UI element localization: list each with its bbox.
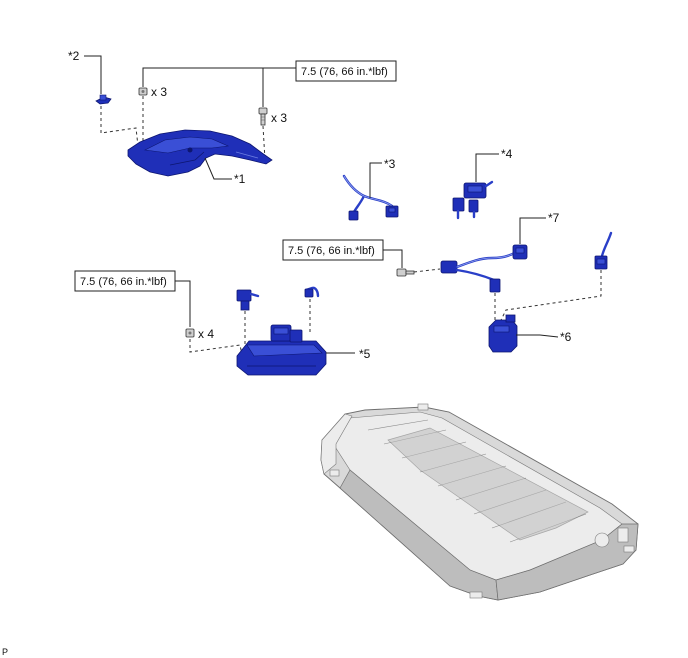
callout-4: *4 — [501, 147, 513, 161]
corner-mark: P — [2, 647, 8, 657]
junction-block-part-6 — [488, 314, 518, 353]
callout-5: *5 — [359, 347, 371, 361]
callout-2: *2 — [68, 49, 80, 63]
nut-icon — [185, 328, 195, 338]
torque-spec-2: 7.5 (76, 66 in.*lbf) — [288, 245, 375, 257]
callout-6: *6 — [560, 330, 572, 344]
connector-part-4 — [452, 180, 494, 220]
nut-quantity-bottom: x 4 — [198, 327, 214, 341]
nut-quantity-top: x 3 — [151, 85, 167, 99]
nut-icon — [138, 87, 148, 96]
wire-harness-part-3 — [342, 174, 399, 221]
assembly-cover-group: *2 x 3 x 3 7.5 (76, 66 in.*lbf) — [68, 49, 397, 186]
wire-harness-part-7 — [440, 244, 528, 293]
bolt-quantity-top: x 3 — [271, 111, 287, 125]
torque-spec-box-1 — [295, 60, 397, 82]
cover-part-1 — [127, 129, 273, 177]
bolt-icon — [396, 268, 415, 277]
cable-end-part — [594, 231, 613, 270]
callout-1: *1 — [234, 172, 246, 186]
battery-assembly-illustration — [320, 403, 639, 601]
clip-part-2 — [95, 94, 112, 105]
torque-spec-1: 7.5 (76, 66 in.*lbf) — [301, 66, 388, 78]
connector-small-part — [236, 289, 260, 311]
bolt-icon — [258, 107, 268, 126]
callout-3: *3 — [384, 157, 396, 171]
control-module-part-5 — [236, 324, 327, 376]
torque-spec-3: 7.5 (76, 66 in.*lbf) — [80, 276, 167, 288]
callout-7: *7 — [548, 211, 560, 225]
connector-clip-part — [304, 286, 320, 298]
